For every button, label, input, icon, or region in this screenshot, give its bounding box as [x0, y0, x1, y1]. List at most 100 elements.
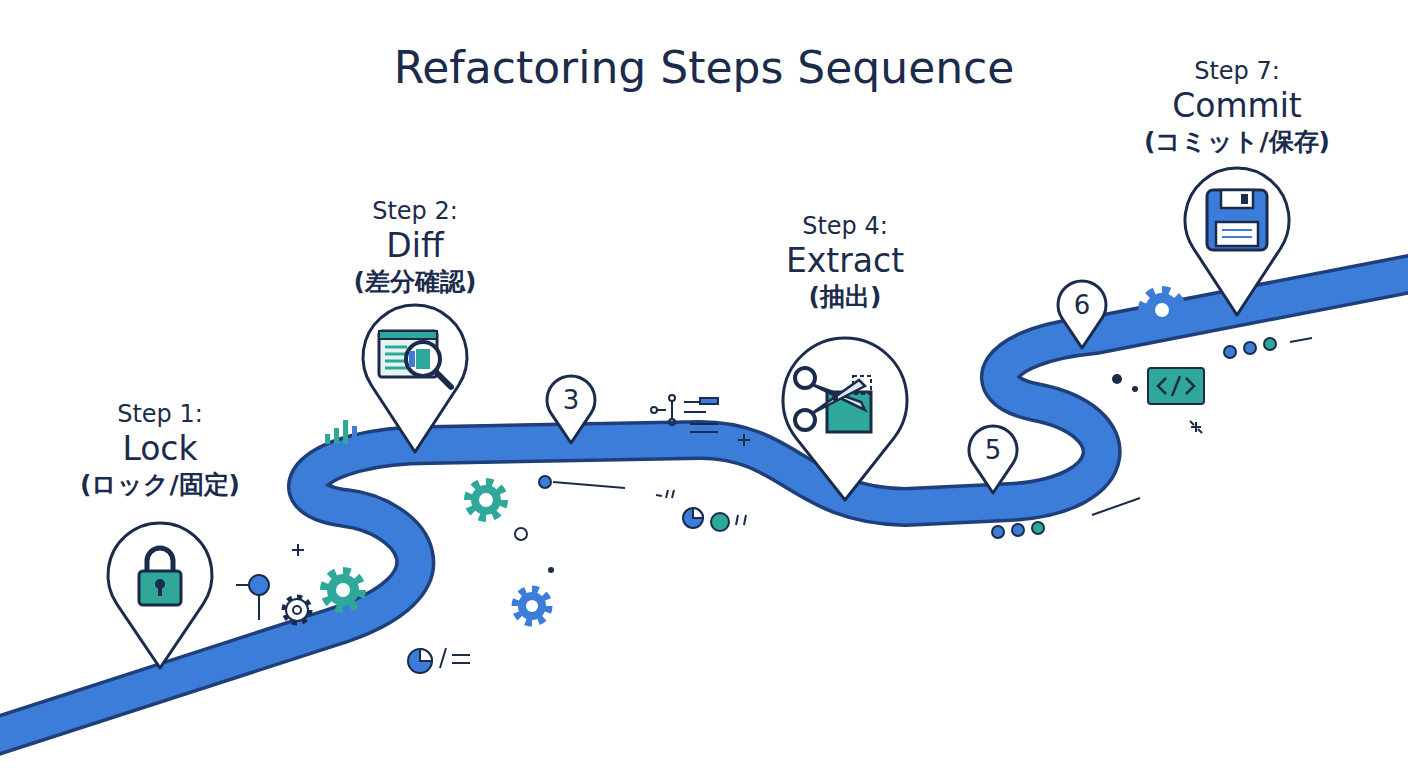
tree-icon [651, 395, 750, 446]
gear-body [286, 599, 308, 621]
gear-hole [526, 600, 538, 612]
code-glyph [1158, 376, 1194, 396]
text-line [385, 360, 407, 363]
pin-outline [1185, 168, 1289, 315]
document-header [379, 331, 437, 339]
scissor-handle [795, 410, 815, 430]
bar [334, 428, 339, 444]
pin-text: Step 2:Diff(差分確認) [285, 195, 545, 299]
dot [669, 395, 675, 401]
step-pin: Step 2:Diff(差分確認) [315, 195, 515, 457]
ticks [656, 490, 674, 498]
floppy-body [1207, 190, 1267, 250]
magnified-block [409, 351, 415, 367]
lock-shackle [147, 548, 173, 573]
dot [992, 526, 1004, 538]
floppy-shutter [1221, 190, 1253, 208]
plus-v [297, 544, 299, 556]
gear-icon [284, 597, 310, 623]
step-pin: Step 1:Lock(ロック/固定) [60, 398, 260, 670]
step-label: Step 4: [715, 210, 975, 242]
step-translation: (ロック/固定) [30, 468, 290, 502]
pin-text: 3 [545, 374, 597, 426]
dot [1224, 346, 1236, 358]
step-name: Lock [30, 430, 290, 468]
dots [992, 338, 1276, 538]
gear-body [1145, 293, 1179, 327]
bar [352, 426, 357, 444]
text-line [385, 353, 407, 356]
speed-lines [1092, 338, 1312, 515]
dot [539, 476, 551, 488]
lines [684, 402, 750, 446]
gear-body [471, 485, 501, 515]
step-translation: (差分確認) [285, 265, 545, 299]
gear-teeth [1142, 290, 1182, 330]
sparkle [1190, 421, 1202, 433]
step-name: Extract [715, 242, 975, 280]
step-name: Diff [285, 227, 545, 265]
pin-text: 6 [1056, 279, 1108, 331]
gear-hole [479, 493, 493, 507]
label-line [1222, 236, 1252, 238]
pie [683, 508, 703, 528]
gear-hole [336, 583, 350, 597]
number-pin: 5 [967, 424, 1019, 496]
lock-body [139, 571, 181, 605]
gear-icon [1142, 290, 1182, 330]
dot [711, 513, 729, 531]
road-outline [0, 272, 1408, 738]
pie [408, 649, 432, 673]
gear-teeth [515, 589, 549, 623]
step-label: Step 2: [285, 195, 545, 227]
magnified-block [416, 349, 430, 369]
step-pin: Step 4:Extract(抽出) [745, 210, 945, 503]
gear-icon [324, 571, 362, 609]
pie-dots-icon [656, 490, 746, 531]
stem [258, 595, 260, 620]
mark-lines [440, 648, 470, 668]
floppy-label [1216, 222, 1258, 246]
dot [548, 567, 554, 573]
code-box [1148, 368, 1204, 404]
pin-text: Step 1:Lock(ロック/固定) [30, 398, 290, 502]
keyhole-slot [158, 585, 162, 596]
gear-icon [468, 482, 504, 518]
dot [669, 419, 675, 425]
dash [236, 584, 248, 586]
bar-chart-icon [325, 420, 357, 444]
pin-text: Step 7:Commit(コミット/保存) [1092, 55, 1382, 159]
pin-outline [108, 523, 212, 668]
pin-outline [783, 338, 907, 500]
dot [249, 575, 269, 595]
gear-teeth [324, 571, 362, 609]
gear-hole [293, 606, 301, 614]
number-pin: 6 [1056, 279, 1108, 351]
dot [1012, 524, 1024, 536]
magnifier-glass [406, 342, 440, 376]
label-line [1222, 229, 1252, 231]
line-dot-icon [539, 476, 625, 488]
pie-slice [420, 649, 432, 661]
dot [1112, 374, 1122, 384]
step-pin: Step 7:Commit(コミット/保存) [1122, 55, 1352, 318]
text-line [385, 367, 407, 370]
bar [325, 434, 330, 444]
dot [1032, 522, 1044, 534]
pie-slice [693, 508, 703, 518]
scissor-pivot [832, 395, 838, 401]
step-translation: (抽出) [715, 280, 975, 314]
scissor-blade [811, 380, 865, 414]
dash [553, 482, 625, 488]
dot [1264, 338, 1276, 350]
gear-teeth [468, 482, 504, 518]
step-number: 5 [967, 424, 1019, 476]
bar [343, 420, 348, 444]
dot [1244, 342, 1256, 354]
pin-text: Step 4:Extract(抽出) [715, 210, 975, 314]
node-link-icon [236, 544, 304, 620]
gear-hole [1155, 303, 1169, 317]
ticks [736, 515, 746, 525]
gear-body [518, 592, 546, 620]
branch [657, 401, 672, 419]
